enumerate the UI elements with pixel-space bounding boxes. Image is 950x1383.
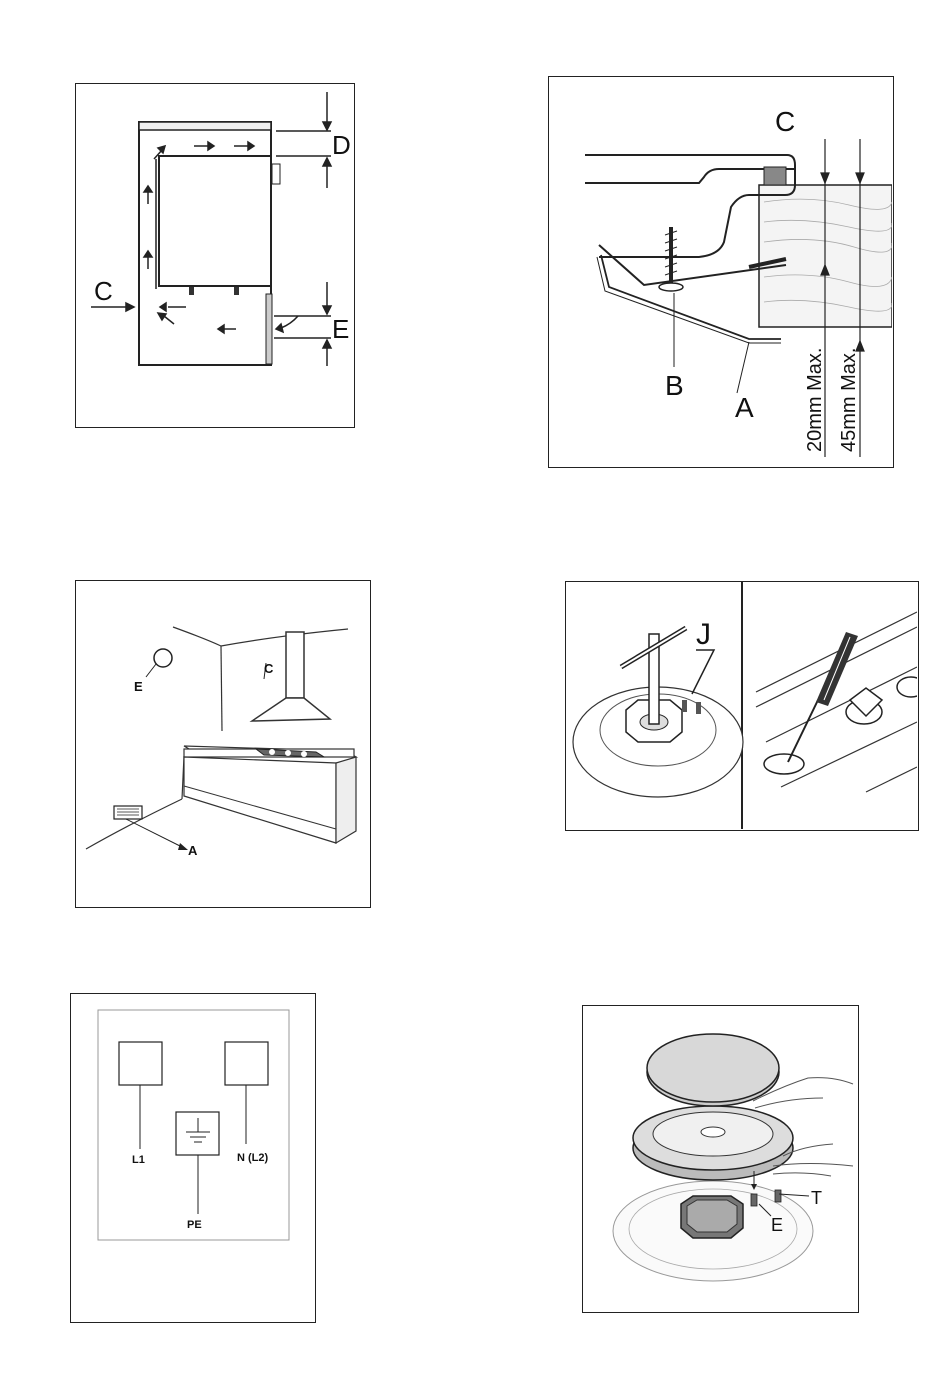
label-b: B — [665, 370, 684, 401]
label-t: T — [811, 1188, 822, 1208]
hob-fixing-diagram: C B A 20mm Max. 45mm Max. — [548, 76, 894, 468]
burner-assembly-diagram: T E — [582, 1005, 859, 1313]
tap-adjustment-diagram: J — [565, 581, 919, 831]
label-j: J — [696, 618, 711, 651]
label-e: E — [332, 314, 349, 344]
label-a: A — [188, 843, 198, 858]
label-d: D — [332, 130, 351, 160]
terminal-n: N (L2) — [237, 1152, 269, 1164]
terminal-pe: PE — [187, 1219, 202, 1231]
wiring-diagram: L1 N (L2) PE — [70, 993, 316, 1323]
label-c: C — [775, 106, 795, 137]
label-c: C — [264, 661, 274, 676]
terminal-l1: L1 — [132, 1154, 145, 1166]
label-e: E — [134, 679, 143, 694]
dim-20mm: 20mm Max. — [804, 348, 826, 452]
dim-45mm: 45mm Max. — [838, 348, 860, 452]
ventilation-diagram: D C E — [75, 83, 355, 428]
kitchen-room-diagram: E C A — [75, 580, 371, 908]
label-a: A — [735, 392, 754, 423]
label-e: E — [771, 1215, 783, 1235]
label-c: C — [94, 276, 113, 306]
